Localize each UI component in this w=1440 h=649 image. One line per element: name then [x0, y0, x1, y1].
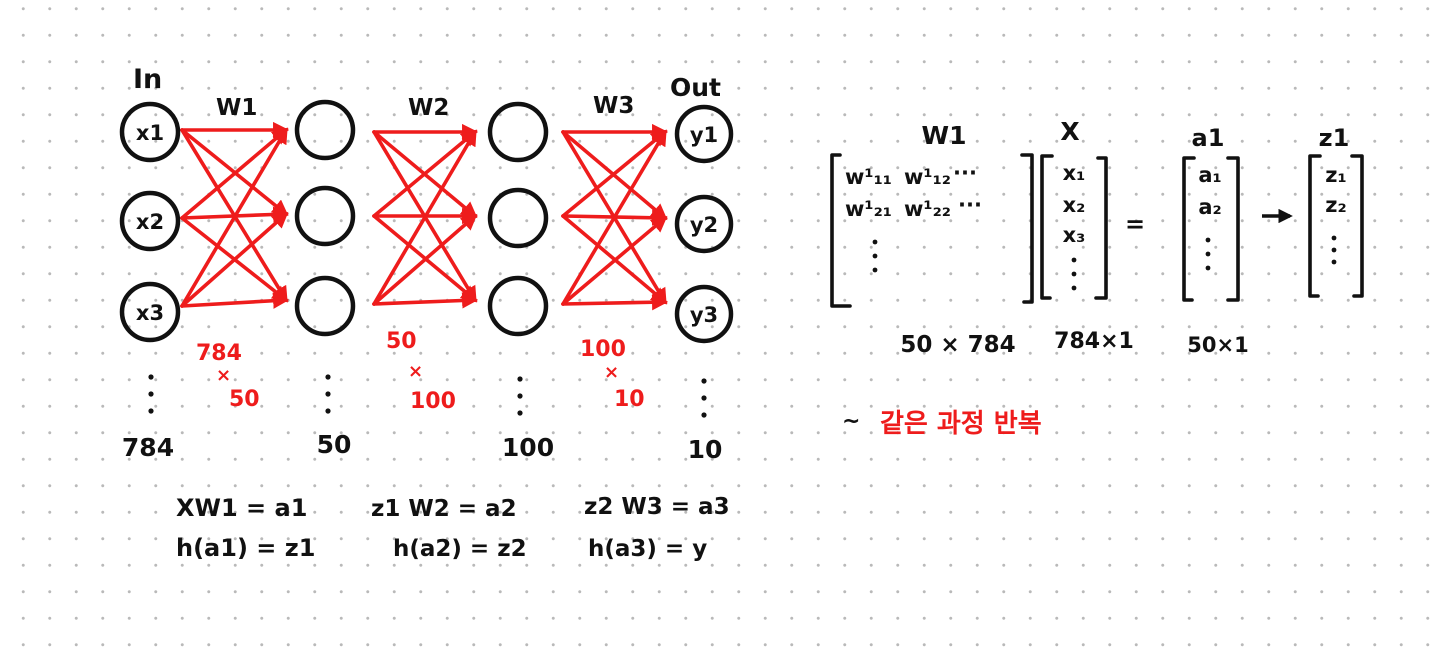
vector-a-right-bracket: [1226, 156, 1240, 302]
layer-size-hidden1: 50: [317, 430, 352, 459]
weight-shape-rows: 50: [386, 329, 417, 354]
matrix-w-entry: w¹₁₁: [845, 165, 892, 189]
vector-x-entry: x₃: [1063, 223, 1086, 247]
vector-x-label: X: [1060, 117, 1079, 146]
equation-line: h(a2) = z2: [393, 536, 527, 562]
output-node-label: y1: [690, 123, 718, 147]
vector-x-entry: x₂: [1063, 193, 1086, 217]
output-node-label: y3: [690, 303, 718, 327]
matrix-multiplication: W1 w¹₁₁ w¹₁₂ ··· w¹₂₁ w¹₂₂ ··· 50 × 784 …: [830, 117, 1364, 358]
output-node-y1: [674, 104, 734, 164]
hidden1-node: [294, 275, 356, 337]
vector-z-left-bracket: [1308, 154, 1322, 298]
note-tilde: ~: [842, 409, 860, 434]
input-nodes: x1 x2 x3: [119, 101, 181, 343]
hidden1-node: [294, 185, 356, 247]
output-layer-label: Out: [670, 73, 721, 102]
matrix-w-entry: ···: [953, 161, 977, 185]
matrix-w-entry: w¹₂₂: [904, 197, 951, 221]
vector-a-label: a1: [1192, 124, 1225, 152]
weight-label-w3: W3: [593, 93, 634, 119]
matrix-w-right-bracket: [1020, 153, 1034, 304]
input-layer-label: In: [133, 64, 162, 95]
weight-shape-times: ×: [216, 365, 231, 386]
note-text: 같은 과정 반복: [880, 409, 1042, 439]
output-nodes: y1 y2 y3: [674, 104, 734, 344]
matrix-w-shape: 50 × 784: [900, 332, 1015, 358]
output-node-y3: [674, 284, 734, 344]
input-node-x3: [119, 281, 181, 343]
hidden2-node: [487, 101, 549, 163]
vector-x-shape: 784×1: [1054, 329, 1134, 354]
weight-shape-w1: 784 × 50: [196, 341, 260, 412]
vector-x-entry: x₁: [1063, 161, 1086, 185]
connections-w3: [561, 123, 669, 311]
input-node-x1: [119, 101, 181, 163]
weight-shape-cols: 100: [410, 389, 456, 414]
weight-shape-cols: 50: [229, 387, 260, 412]
weight-shape-cols: 10: [614, 387, 645, 412]
input-node-x2: [119, 190, 181, 252]
matrix-w-left-bracket: [830, 153, 852, 308]
vector-a-shape: 50×1: [1187, 333, 1248, 357]
matrix-w-entry: w¹₂₁: [845, 197, 892, 221]
weight-shape-times: ×: [604, 362, 619, 383]
equation-line: XW1 = a1: [176, 494, 307, 522]
hidden-layer-1: [294, 99, 356, 337]
input-node-label: x2: [136, 210, 164, 234]
equals-sign: =: [1125, 210, 1145, 238]
equation-line: h(a3) = y: [588, 536, 707, 562]
input-node-label: x1: [136, 121, 164, 145]
weight-shape-w2: 50 × 100: [386, 329, 456, 414]
vector-z-label: z1: [1319, 124, 1350, 152]
layer-size-hidden2: 100: [502, 433, 554, 462]
hidden-layer-2: [487, 101, 549, 337]
equation-line: z2 W3 = a3: [584, 494, 730, 520]
vector-a-entry: a₂: [1198, 195, 1221, 219]
weight-label-w2: W2: [408, 95, 449, 121]
vector-z-entry: z₂: [1325, 193, 1346, 217]
repeat-note: ~ 같은 과정 반복: [842, 409, 1042, 439]
matrix-w-label: W1: [922, 121, 967, 150]
vector-a-left-bracket: [1182, 156, 1196, 302]
matrix-w-entry: ···: [958, 193, 982, 217]
hidden2-node: [487, 275, 549, 337]
neural-network: In Out W1 W2 W3: [119, 64, 734, 562]
hidden1-node: [294, 99, 356, 161]
vector-x-right-bracket: [1094, 156, 1108, 300]
hidden2-node: [487, 187, 549, 249]
weight-shape-rows: 100: [580, 337, 626, 362]
equation-line: z1 W2 = a2: [371, 496, 517, 522]
layer-size-output: 10: [688, 435, 723, 464]
vector-x-left-bracket: [1040, 154, 1054, 300]
connections-w1: [180, 121, 290, 309]
matrix-w-entry: w¹₁₂: [904, 165, 951, 189]
weight-shape-times: ×: [408, 361, 423, 382]
output-node-y2: [674, 194, 734, 254]
weight-label-w1: W1: [216, 95, 257, 121]
layer-equations: XW1 = a1 h(a1) = z1 z1 W2 = a2 h(a2) = z…: [176, 494, 730, 562]
input-node-label: x3: [136, 301, 164, 325]
weight-shape-rows: 784: [196, 341, 242, 366]
layer-ellipses: [148, 374, 707, 418]
vector-z-right-bracket: [1350, 154, 1364, 298]
connections-w2: [372, 123, 479, 309]
vector-a-entry: a₁: [1198, 163, 1221, 187]
vector-z-entry: z₁: [1325, 163, 1346, 187]
equation-line: h(a1) = z1: [176, 534, 315, 562]
output-node-label: y2: [690, 213, 718, 237]
weight-shape-w3: 100 × 10: [580, 337, 645, 412]
layer-size-input: 784: [122, 433, 174, 462]
